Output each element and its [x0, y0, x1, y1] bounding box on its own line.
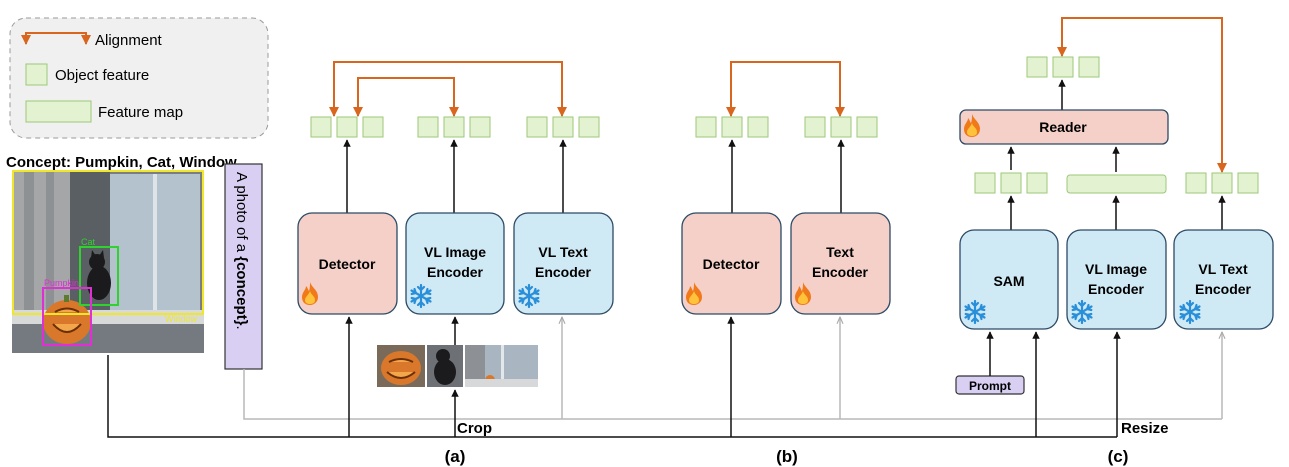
image-input-line	[107, 355, 1117, 438]
vl-text-encoder-c-module	[1173, 229, 1274, 330]
crop-label: Crop	[457, 420, 492, 437]
legend-feature-map-label: Feature map	[98, 104, 183, 121]
reader-module	[959, 109, 1169, 145]
feature-row-c-output	[1026, 56, 1100, 78]
detector-b-module	[681, 212, 782, 315]
prompt-template-text: A photo of a {concept}.	[233, 172, 250, 330]
vl-image-encoder-c-module	[1066, 229, 1167, 330]
text-encoder-b-label-line1: Text	[826, 244, 854, 260]
detector-a-label: Detector	[319, 256, 376, 272]
object-feature-legend-icon	[25, 63, 48, 86]
pumpkin-box-label: Pumpkin	[44, 278, 79, 288]
vl-image-encoder-c-label-line1: VL Image	[1085, 261, 1147, 277]
sam-module	[959, 229, 1059, 330]
text-encoder-b-module	[790, 212, 891, 315]
feature-map-c-image	[1066, 174, 1167, 194]
vl-image-encoder-a-label-line: VL Image	[424, 244, 486, 260]
detector-b-label: Detector	[703, 256, 760, 272]
concept-title: Concept: Pumpkin, Cat, Window	[6, 154, 237, 171]
cat-box-label: Cat	[81, 237, 96, 247]
legend-alignment-label: Alignment	[95, 32, 163, 49]
example-image: Cat Pumpkin Window	[12, 170, 204, 353]
alignment-arrow-a-inner	[353, 77, 459, 117]
feature-row-c-text	[1185, 172, 1259, 194]
feature-row-c-sam	[974, 172, 1048, 194]
resize-label: Resize	[1121, 420, 1169, 437]
vl-image-encoder-a-label-line2: Encoder	[427, 264, 484, 280]
alignment-arrow-b	[726, 61, 845, 117]
feature-row-a-image	[417, 116, 491, 138]
cropped-images	[377, 345, 538, 387]
feature-row-b-detector	[695, 116, 769, 138]
panel-c-caption: (c)	[1108, 447, 1129, 466]
cat-box	[79, 246, 119, 306]
vl-text-encoder-a-module	[513, 212, 614, 315]
vl-image-encoder-c-label-line2: Encoder	[1088, 281, 1145, 297]
feature-map-legend-icon	[25, 100, 92, 123]
alignment-arrow-a-outer	[329, 61, 567, 117]
panel-b-caption: (b)	[776, 447, 798, 466]
feature-row-a-text	[526, 116, 600, 138]
vl-text-encoder-c-label-line1: VL Text	[1198, 261, 1248, 277]
text-input-line	[243, 369, 1222, 420]
vl-image-encoder-a-module	[405, 212, 505, 315]
pumpkin-box	[42, 287, 92, 346]
window-box-label: Window	[165, 314, 198, 324]
text-encoder-b-label-line2: Encoder	[812, 264, 869, 280]
feature-row-b-text	[804, 116, 878, 138]
feature-row-a-detector	[310, 116, 384, 138]
sam-label: SAM	[993, 273, 1024, 289]
vl-text-encoder-a-label-line2: Encoder	[535, 264, 592, 280]
detector-a-module	[297, 212, 398, 315]
alignment-arrow-c	[1057, 17, 1227, 173]
panel-a-caption: (a)	[445, 447, 466, 466]
prompt-label: Prompt	[969, 379, 1011, 393]
reader-label: Reader	[1039, 119, 1087, 135]
window-box	[12, 170, 204, 315]
vl-text-encoder-a-label-line1: VL Text	[538, 244, 588, 260]
legend-object-feature-label: Object feature	[55, 67, 149, 84]
alignment-legend-icon	[21, 32, 91, 45]
legend: Alignment Object feature Feature map	[9, 17, 269, 139]
vl-text-encoder-c-label-line2: Encoder	[1195, 281, 1252, 297]
prompt-template-box	[224, 163, 263, 370]
